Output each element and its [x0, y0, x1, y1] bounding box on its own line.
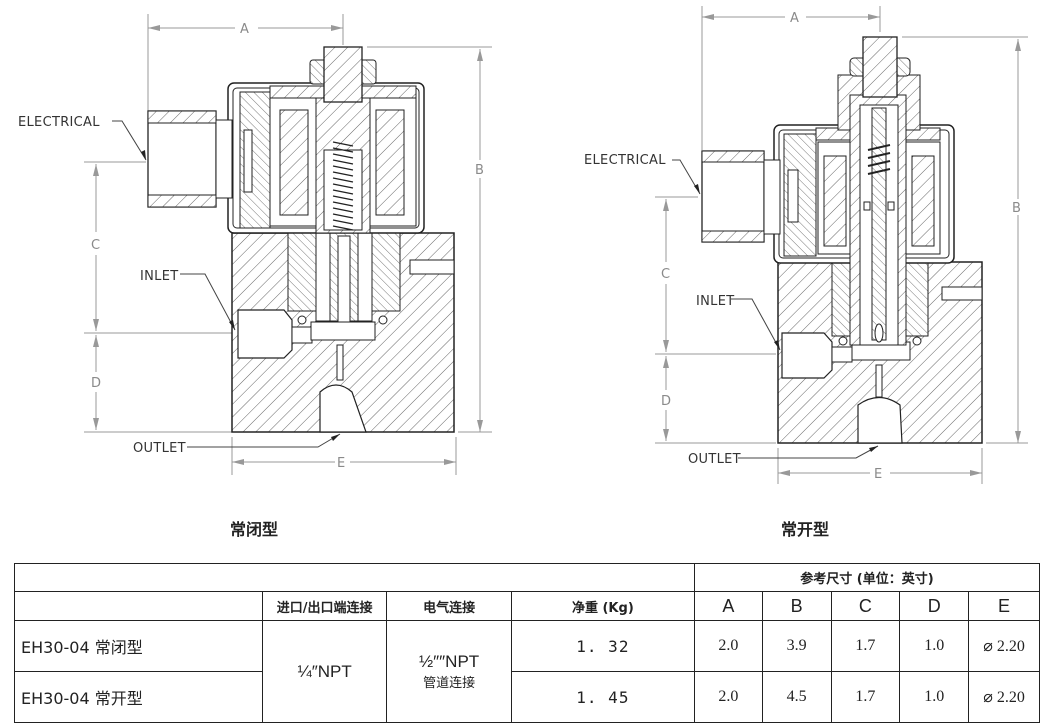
svg-text:B: B — [475, 163, 484, 178]
drawing-normally-closed: A B C D E — [0, 0, 520, 520]
net-weight: 1. 32 — [510, 620, 695, 672]
header-dim-c: C — [830, 591, 901, 621]
header-dim-e: E — [968, 591, 1040, 621]
spec-table: 参考尺寸 (单位：英寸) 进口/出口端连接 电气连接 净重 (Kg) A B C… — [14, 563, 1041, 723]
top-stud — [309, 46, 377, 103]
model-name: EH30-04 常开型 — [14, 671, 263, 723]
svg-text:A: A — [240, 22, 249, 37]
dim-d-value: 1.0 — [899, 671, 970, 723]
port-connection-value: ¼″NPT — [261, 620, 388, 723]
header-net-weight: 净重 (Kg) — [510, 591, 695, 621]
svg-text:D: D — [91, 376, 101, 391]
dim-e-value: ⌀ 2.20 — [968, 620, 1040, 672]
dim-a-value: 2.0 — [693, 671, 763, 723]
svg-text:ELECTRICAL: ELECTRICAL — [584, 153, 666, 168]
svg-text:INLET: INLET — [696, 294, 734, 309]
header-electrical-connection: 电气连接 — [386, 591, 512, 621]
header-model — [14, 591, 263, 621]
caption-normally-open: 常开型 — [780, 520, 829, 539]
valve-body — [777, 261, 983, 444]
reference-dimensions-header: 参考尺寸 (单位：英寸) — [693, 563, 1041, 592]
table-row: EH30-04 常闭型 ¼″NPT ½″″NPT 管道连接 1. 32 2.0 … — [14, 620, 1040, 723]
dimension-a: A — [701, 6, 881, 150]
drawing-normally-open: A B C D E — [560, 0, 1046, 520]
table-row: EH30-04 常开型 1. 45 2.0 4.5 1.7 1.0 ⌀ 2.20 — [14, 671, 1040, 723]
net-weight: 1. 45 — [510, 671, 695, 723]
table-group-header-row: 参考尺寸 (单位：英寸) — [14, 563, 1041, 592]
core-tube — [837, 74, 921, 346]
dim-b-value: 4.5 — [761, 671, 832, 723]
dimension-b: B — [367, 46, 492, 433]
dimension-e: E — [777, 448, 983, 484]
table-blank-header — [14, 563, 695, 592]
caption-normally-closed: 常闭型 — [229, 520, 278, 539]
dimension-c-d: C D — [84, 161, 232, 433]
svg-text:B: B — [1012, 201, 1021, 216]
svg-text:A: A — [790, 11, 799, 26]
svg-text:E: E — [337, 456, 345, 471]
svg-text:D: D — [661, 394, 671, 409]
svg-text:OUTLET: OUTLET — [688, 452, 741, 467]
dimension-c-d: C D — [655, 196, 776, 444]
top-stud — [849, 36, 911, 98]
valve-body — [231, 232, 455, 433]
dimension-e: E — [231, 437, 457, 475]
svg-text:ELECTRICAL: ELECTRICAL — [18, 115, 100, 130]
svg-text:C: C — [91, 238, 100, 253]
dimension-b: B — [902, 36, 1028, 444]
dim-e-value: ⌀ 2.20 — [968, 671, 1040, 723]
svg-text:C: C — [661, 267, 670, 282]
model-name: EH30-04 常闭型 — [14, 620, 263, 672]
electrical-connector — [701, 150, 781, 243]
header-port-connection: 进口/出口端连接 — [261, 591, 388, 621]
header-dim-d: D — [899, 591, 970, 621]
callout-inlet: INLET — [140, 269, 236, 331]
electrical-npt: ½″″NPT — [418, 652, 480, 671]
callout-electrical: ELECTRICAL — [584, 153, 701, 195]
electrical-conduit-note: 管道连接 — [423, 676, 476, 691]
dim-b-value: 3.9 — [761, 620, 832, 672]
svg-text:E: E — [874, 467, 882, 482]
dim-c-value: 1.7 — [830, 620, 901, 672]
callout-electrical: ELECTRICAL — [18, 115, 147, 161]
callout-outlet: OUTLET — [688, 445, 879, 467]
header-dim-b: B — [761, 591, 832, 621]
electrical-connector — [147, 110, 233, 208]
coil-housing — [227, 82, 425, 234]
table-header-row: 进口/出口端连接 电气连接 净重 (Kg) A B C D E — [14, 591, 1040, 621]
dim-a-value: 2.0 — [693, 620, 763, 672]
svg-text:OUTLET: OUTLET — [133, 441, 186, 456]
dim-d-value: 1.0 — [899, 620, 970, 672]
svg-text:INLET: INLET — [140, 269, 178, 284]
dim-c-value: 1.7 — [830, 671, 901, 723]
callout-inlet: INLET — [696, 294, 781, 351]
electrical-connection-value: ½″″NPT 管道连接 — [386, 620, 512, 723]
callout-outlet: OUTLET — [133, 433, 341, 456]
header-dim-a: A — [693, 591, 763, 621]
